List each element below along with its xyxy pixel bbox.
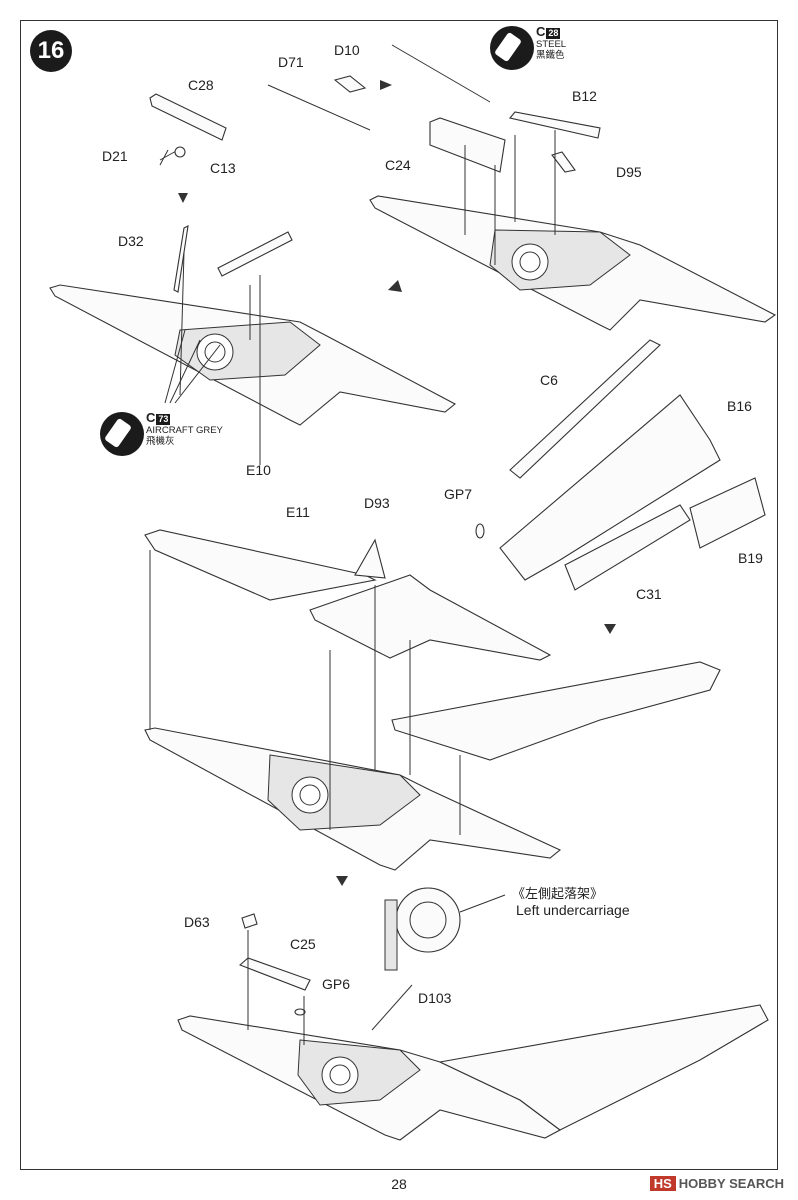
undercarriage-wheel-shape bbox=[395, 887, 461, 953]
label-c6: C6 bbox=[540, 372, 558, 388]
part-c13-shape bbox=[174, 146, 186, 158]
label-e10: E10 bbox=[246, 462, 271, 478]
undercarriage-label-cn: 《左側起落架》 bbox=[512, 886, 604, 901]
undercarriage-label-en: Left undercarriage bbox=[516, 902, 630, 918]
part-c31-shape bbox=[564, 504, 691, 591]
part-d93-shape bbox=[354, 538, 386, 579]
label-gp7: GP7 bbox=[444, 486, 473, 502]
down-arrow-icon bbox=[336, 876, 348, 886]
paint-name-cn: 黑鐵色 bbox=[536, 50, 565, 61]
label-c31: C31 bbox=[636, 586, 662, 602]
label-c25: C25 bbox=[290, 936, 316, 952]
label-b19: B19 bbox=[738, 550, 763, 566]
label-c24: C24 bbox=[385, 157, 411, 173]
label-d10: D10 bbox=[334, 42, 360, 58]
label-d63: D63 bbox=[184, 914, 210, 930]
label-b12: B12 bbox=[572, 88, 597, 104]
label-d103: D103 bbox=[418, 990, 452, 1006]
part-d63-shape bbox=[241, 913, 258, 929]
label-c28: C28 bbox=[188, 77, 214, 93]
label-e11: E11 bbox=[286, 504, 310, 520]
label-d95: D95 bbox=[616, 164, 642, 180]
step-number-badge: 16 bbox=[30, 30, 72, 72]
part-b19-shape bbox=[689, 477, 766, 549]
part-b12-shape bbox=[509, 111, 601, 139]
part-gp6-shape bbox=[294, 1008, 306, 1016]
label-d93: D93 bbox=[364, 495, 390, 511]
paint-brush-icon bbox=[100, 412, 144, 456]
label-d71: D71 bbox=[278, 54, 304, 70]
part-d10-shape bbox=[333, 75, 367, 93]
label-c13: C13 bbox=[210, 160, 236, 176]
down-arrow-icon bbox=[178, 193, 188, 203]
undercarriage-strut-shape bbox=[384, 899, 398, 971]
part-c24-shape bbox=[429, 117, 506, 173]
paint-name: STEEL bbox=[536, 39, 567, 50]
page-frame bbox=[20, 20, 778, 1170]
part-b16-shape bbox=[499, 394, 721, 581]
right-arrow-icon bbox=[380, 80, 392, 90]
part-d95-shape bbox=[551, 151, 576, 173]
down-arrow-icon bbox=[604, 624, 616, 634]
part-e10-upper-shape bbox=[217, 231, 293, 277]
wing-upper-half-shape bbox=[309, 574, 552, 661]
part-d32-shape bbox=[173, 225, 189, 293]
paint-name: AIRCRAFT GREY bbox=[146, 425, 223, 436]
label-b16: B16 bbox=[727, 398, 752, 414]
paint-name-cn: 飛機灰 bbox=[146, 436, 175, 447]
wing-outer-final-shape bbox=[438, 1004, 769, 1131]
page-number: 28 bbox=[391, 1176, 407, 1192]
part-e11-shape bbox=[144, 529, 377, 601]
label-gp6: GP6 bbox=[322, 976, 351, 992]
part-c25-shape bbox=[238, 957, 311, 991]
part-d103-shape bbox=[371, 984, 413, 1031]
label-d21: D21 bbox=[102, 148, 128, 164]
paint-brush-icon bbox=[490, 26, 534, 70]
part-c28-shape bbox=[149, 93, 227, 141]
watermark-badge: HS bbox=[649, 1176, 676, 1191]
part-gp7-shape bbox=[475, 523, 485, 539]
label-d32: D32 bbox=[118, 233, 144, 249]
part-c6-shape bbox=[509, 339, 661, 479]
wing-lower-shape bbox=[391, 661, 721, 761]
diag-arrow-icon bbox=[388, 280, 402, 292]
